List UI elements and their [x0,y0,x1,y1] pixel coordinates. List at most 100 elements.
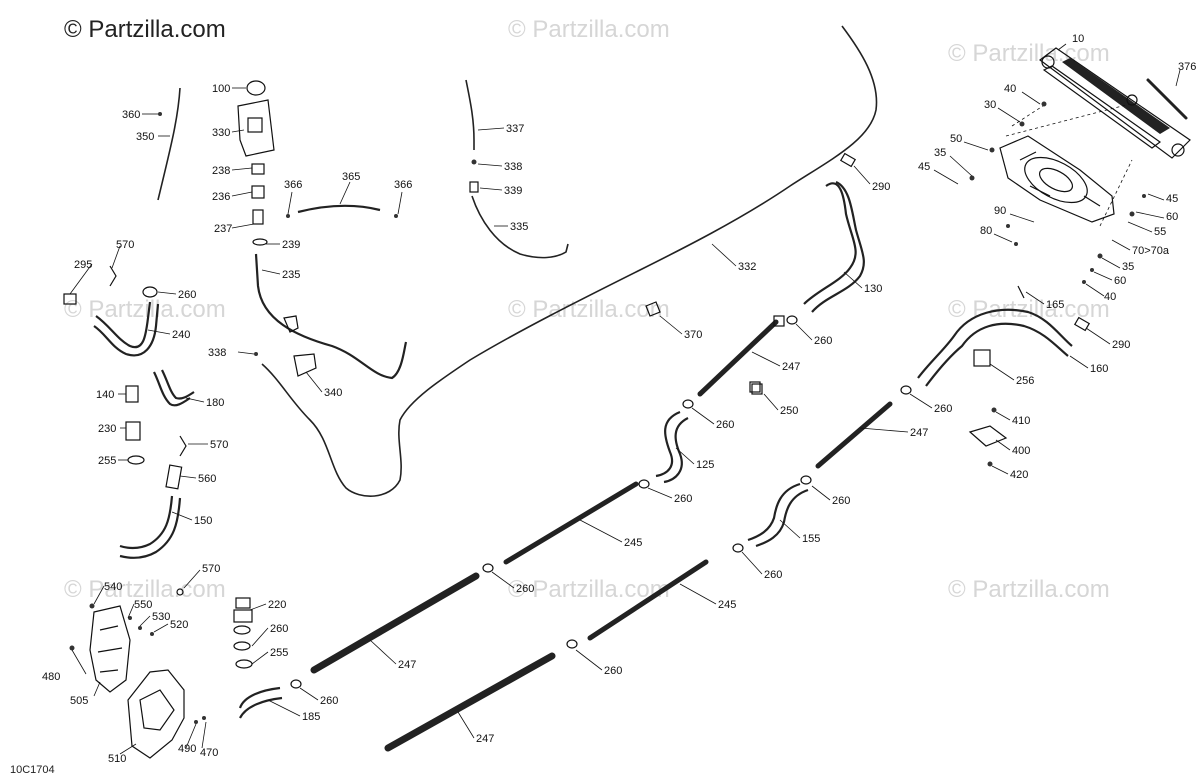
callout-255: 255 [270,647,288,659]
callout-338: 338 [504,161,522,173]
callout-245: 245 [624,537,642,549]
callout-337: 337 [506,123,524,135]
callout-570: 570 [116,239,134,251]
callout-45: 45 [1166,193,1178,205]
callout-247: 247 [398,659,416,671]
fasteners-right [969,101,1146,284]
hose-365 [297,204,381,214]
watermark: © Partzilla.com [64,296,226,323]
watermark: © Partzilla.com [508,576,670,603]
callout-340: 340 [324,387,342,399]
watermark: © Partzilla.com [948,576,1110,603]
callout-332: 332 [738,261,756,273]
watermark: © Partzilla.com [508,16,670,43]
part-256 [973,349,991,367]
callout-290: 290 [872,181,890,193]
callout-470: 470 [200,747,218,759]
hose-185 [238,686,283,719]
callout-45: 45 [918,161,930,173]
callout-410: 410 [1012,415,1030,427]
pipe-247-right [815,401,893,469]
callout-365: 365 [342,171,360,183]
watermark: © Partzilla.com [508,296,670,323]
callout-560: 560 [198,473,216,485]
callout-366: 366 [394,179,412,191]
callout-247: 247 [782,361,800,373]
reservoir-cap [246,80,266,96]
leader-lines [69,43,1181,755]
callout-256: 256 [1016,375,1034,387]
callout-80: 80 [980,225,992,237]
clip-295 [63,293,77,305]
callout-360: 360 [122,109,140,121]
callout-35: 35 [1122,261,1134,273]
callout-370: 370 [684,329,702,341]
callout-260: 260 [934,403,952,415]
tube-332 [254,25,878,497]
callout-260: 260 [764,569,782,581]
callout-480: 480 [42,671,60,683]
hose-235 [254,253,408,380]
callout-290: 290 [1112,339,1130,351]
callout-400: 400 [1012,445,1030,457]
tube-335 [471,195,569,259]
callout-60: 60 [1166,211,1178,223]
callout-570: 570 [202,563,220,575]
callout-339: 339 [504,185,522,197]
callout-540: 540 [104,581,122,593]
callout-255: 255 [98,455,116,467]
callout-330: 330 [212,127,230,139]
clamp-255-left [127,455,145,465]
callout-260: 260 [516,583,534,595]
callout-220: 220 [268,599,286,611]
callout-239: 239 [282,239,300,251]
bracket-400 [968,407,1008,467]
hose-290-clamp [839,152,1091,332]
hose-130 [803,180,865,313]
callout-366: 366 [284,179,302,191]
callout-350: 350 [136,131,154,143]
callout-550: 550 [134,599,152,611]
callout-35: 35 [934,147,946,159]
small-fasteners [69,603,206,724]
callout-labels: 10 376 40 30 50 35 45 90 80 45 60 55 70>… [42,33,1196,765]
cap-260-left [142,286,158,298]
callout-185: 185 [302,711,320,723]
callout-40: 40 [1104,291,1116,303]
tube-337 [465,79,479,193]
part-165 [1017,285,1025,299]
callout-520: 520 [170,619,188,631]
callout-130: 130 [864,283,882,295]
part-230 [125,421,141,441]
axis-line [1099,159,1133,227]
callout-570: 570 [210,439,228,451]
callout-335: 335 [510,221,528,233]
callout-250: 250 [780,405,798,417]
radiator [1038,47,1191,159]
callout-125: 125 [696,459,714,471]
housing-505 [89,605,131,693]
part-570 [109,265,187,596]
hose-160 [917,308,1073,387]
rod-350 [157,87,181,201]
clip-340 [283,315,317,377]
callout-40: 40 [1004,83,1016,95]
callout-237: 237 [214,223,232,235]
hose-150 [119,495,182,559]
hose-180 [153,369,195,407]
callout-160: 160 [1090,363,1108,375]
callout-245: 245 [718,599,736,611]
callout-165: 165 [1046,299,1064,311]
coolant-reservoir [237,99,275,157]
callout-155: 155 [802,533,820,545]
pipe-247-upper [697,315,785,397]
part-140 [125,385,139,403]
callout-150: 150 [194,515,212,527]
callout-420: 420 [1010,469,1028,481]
callout-10: 10 [1072,33,1084,45]
callout-50: 50 [950,133,962,145]
callout-60: 60 [1114,275,1126,287]
callout-140: 140 [96,389,114,401]
axis-line [1011,103,1047,127]
